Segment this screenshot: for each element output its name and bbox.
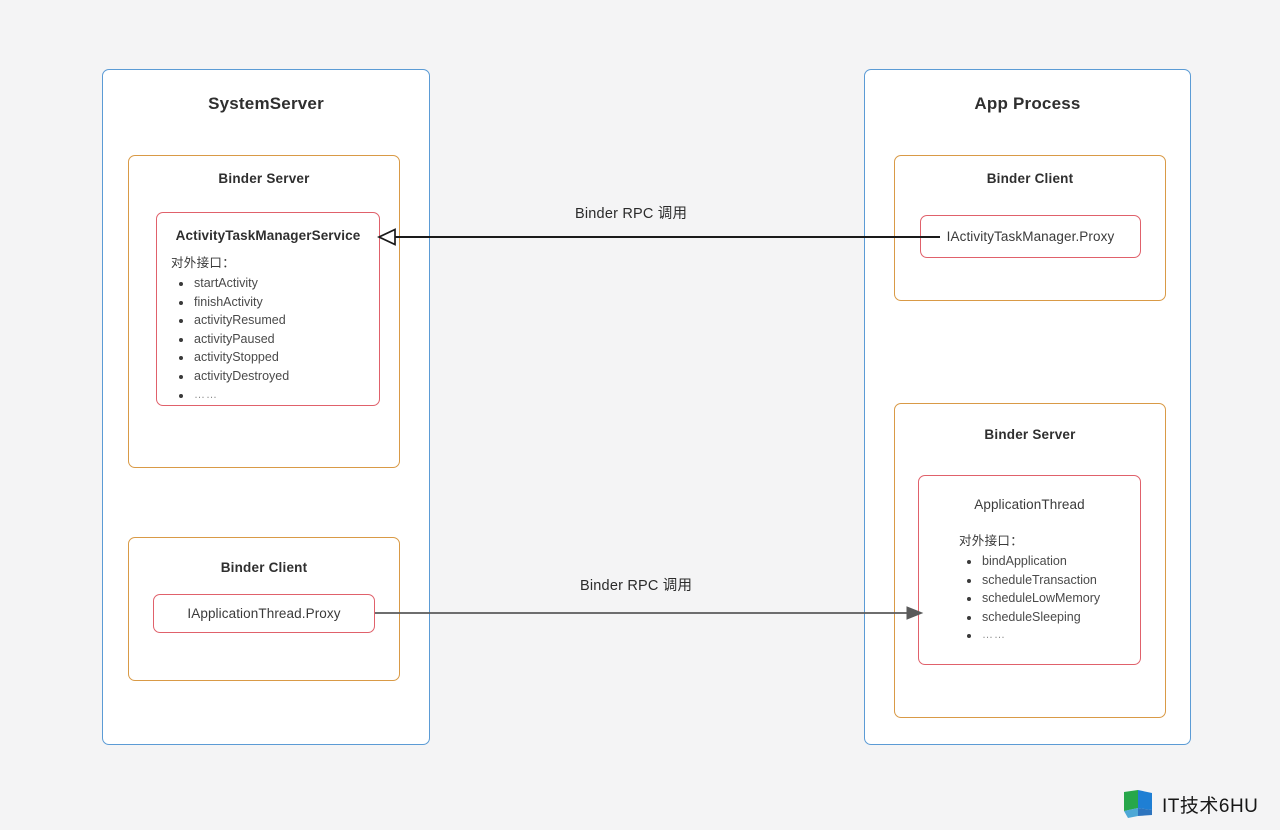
activity-task-manager-service-method-list: startActivity finishActivity activityRes… (171, 274, 371, 404)
app-process-binder-client-title: Binder Client (986, 171, 1074, 186)
iactivitytaskmanager-proxy-title: IActivityTaskManager.Proxy (946, 229, 1115, 244)
watermark-text: IT技术6HU (1162, 795, 1259, 817)
connector-rpc-top-label: Binder RPC 调用 (575, 206, 688, 222)
list-item: startActivity (171, 274, 371, 293)
system-server-title: SystemServer (208, 94, 324, 113)
list-item: activityPaused (171, 330, 371, 349)
list-item-ellipsis: …… (959, 626, 1132, 645)
list-item: bindApplication (959, 552, 1132, 571)
system-server-binder-client-title: Binder Client (220, 560, 308, 575)
list-item: scheduleTransaction (959, 571, 1132, 590)
list-item: finishActivity (171, 293, 371, 312)
flag-logo-icon (1124, 790, 1152, 818)
list-item: activityStopped (171, 348, 371, 367)
iapplicationthread-proxy-title: IApplicationThread.Proxy (187, 606, 341, 621)
activity-task-manager-service-box: ActivityTaskManagerService 对外接口： startAc… (156, 212, 380, 406)
activity-task-manager-service-title: ActivityTaskManagerService (175, 228, 361, 243)
system-server-binder-server-title: Binder Server (218, 171, 310, 186)
activity-task-manager-service-caption: 对外接口： (171, 256, 236, 270)
list-item: scheduleSleeping (959, 608, 1132, 627)
application-thread-caption: 对外接口： (959, 534, 1024, 548)
app-process-binder-server-title: Binder Server (984, 427, 1076, 442)
list-item: activityDestroyed (171, 367, 371, 386)
arrowhead-left-icon (376, 228, 396, 246)
iactivitytaskmanager-proxy-box: IActivityTaskManager.Proxy (920, 215, 1141, 258)
app-process-title: App Process (974, 94, 1081, 113)
list-item-ellipsis: …… (171, 386, 371, 405)
list-item: scheduleLowMemory (959, 589, 1132, 608)
connector-rpc-bottom (375, 606, 924, 620)
watermark: IT技术6HU (1122, 788, 1258, 820)
application-thread-title: ApplicationThread (974, 497, 1085, 512)
application-thread-box: ApplicationThread 对外接口： bindApplication … (918, 475, 1141, 665)
arrowhead-right-icon (906, 606, 924, 620)
connector-rpc-top (376, 228, 940, 246)
iapplicationthread-proxy-box: IApplicationThread.Proxy (153, 594, 375, 633)
connector-rpc-bottom-label: Binder RPC 调用 (580, 578, 693, 594)
list-item: activityResumed (171, 311, 371, 330)
application-thread-method-list: bindApplication scheduleTransaction sche… (959, 552, 1132, 645)
